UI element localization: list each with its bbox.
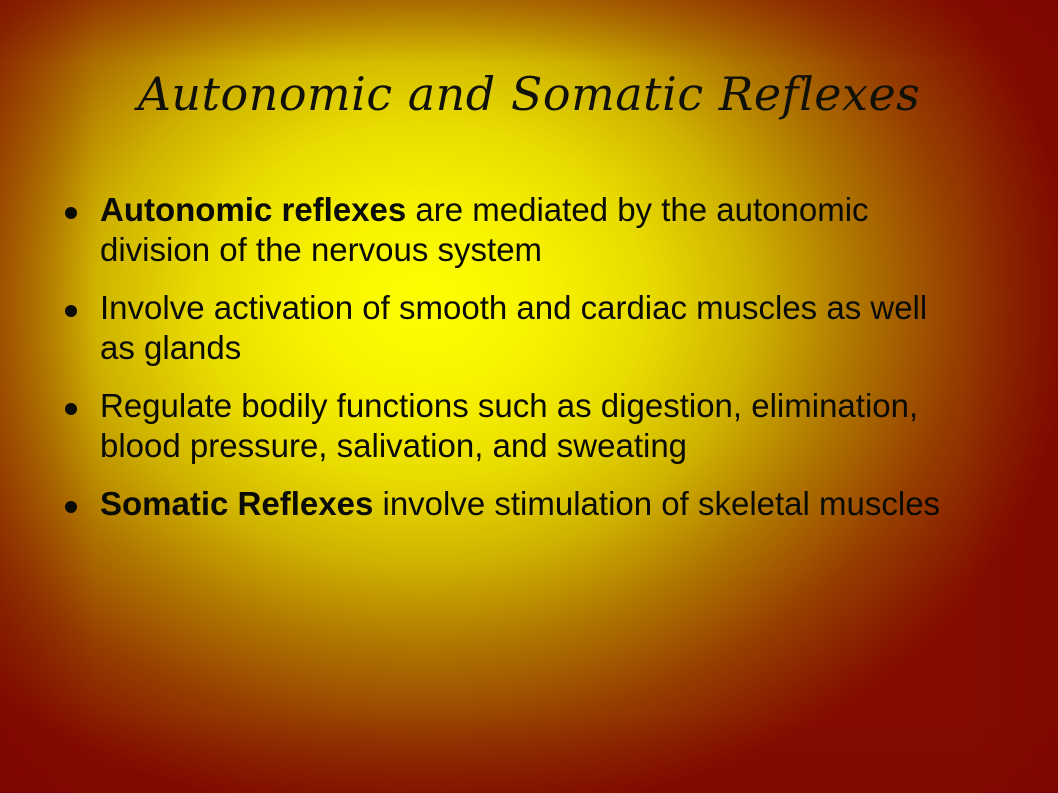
slide-title: Autonomic and Somatic Reflexes [137,67,921,121]
bullet-list: Autonomic reflexes are mediated by the a… [62,190,962,542]
bullet-item-activation: Involve activation of smooth and cardiac… [62,288,962,368]
bullet-term: Somatic Reflexes [100,485,374,522]
bullet-text: are mediated by the autonomic division o… [100,191,869,268]
bullet-text: involve stimulation of skeletal muscles [373,485,941,522]
bullet-icon [65,207,77,219]
bullet-icon [65,305,77,317]
bullet-text: Regulate bodily functions such as digest… [100,387,919,464]
bullet-term: Autonomic reflexes [100,191,407,228]
bullet-icon [65,501,77,513]
bullet-text: Involve activation of smooth and cardiac… [100,289,928,366]
bullet-item-autonomic-reflexes: Autonomic reflexes are mediated by the a… [62,190,962,270]
bullet-item-somatic-reflexes: Somatic Reflexes involve stimulation of … [62,484,962,524]
bullet-item-regulate: Regulate bodily functions such as digest… [62,386,962,466]
bullet-icon [65,403,77,415]
